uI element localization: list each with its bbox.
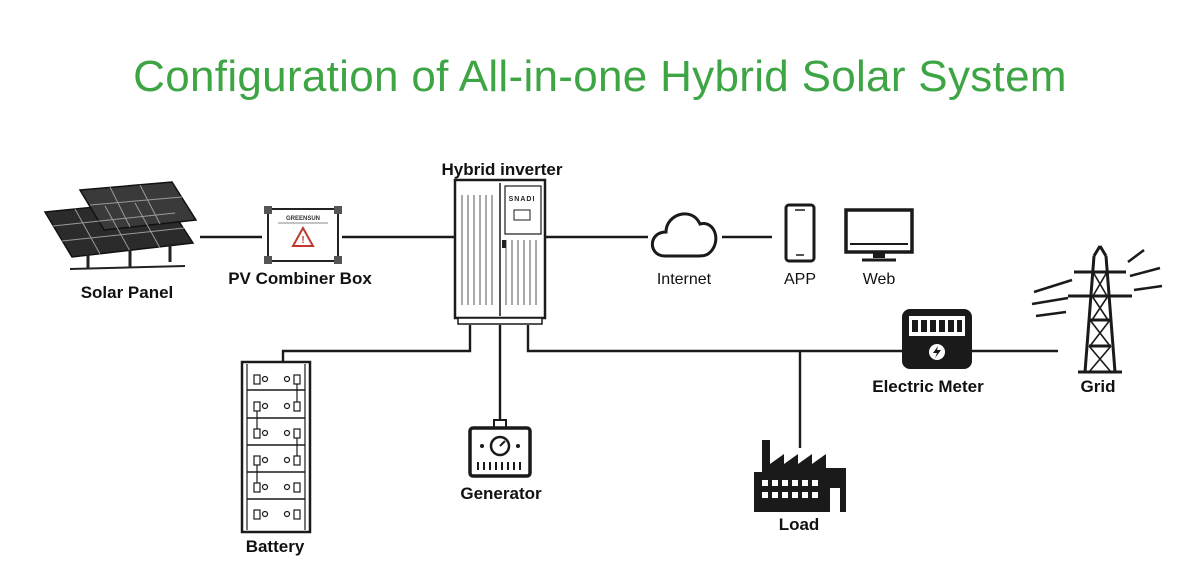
hybrid-inverter-icon (453, 178, 547, 325)
cloud-icon (650, 212, 718, 258)
transmission-tower-icon (1031, 245, 1163, 374)
combiner-brand-text: GREENSUN (286, 216, 320, 222)
smartphone-icon (784, 203, 816, 263)
label-app: APP (784, 271, 816, 288)
label-web: Web (863, 271, 896, 288)
battery-rack-icon (240, 360, 312, 534)
label-generator: Generator (460, 484, 542, 503)
inverter-brand-text: SNADI (509, 196, 536, 203)
electric-meter-icon (902, 309, 972, 369)
label-load: Load (779, 515, 820, 534)
label-battery: Battery (246, 537, 305, 556)
label-electric-meter: Electric Meter (872, 377, 984, 396)
svg-text:!: ! (301, 235, 304, 246)
generator-icon (468, 419, 532, 478)
factory-icon (754, 440, 846, 512)
label-pv-combiner-box: PV Combiner Box (228, 269, 372, 288)
solar-panel-icon (43, 181, 198, 270)
label-internet: Internet (657, 271, 712, 288)
label-hybrid-inverter: Hybrid inverter (442, 160, 563, 179)
wire-inverter-to-meter (526, 325, 905, 353)
connection-wires (200, 235, 1058, 448)
diagram-title: Configuration of All-in-one Hybrid Solar… (133, 52, 1067, 101)
label-grid: Grid (1081, 377, 1116, 396)
monitor-icon (844, 208, 914, 262)
label-solar-panel: Solar Panel (81, 283, 174, 302)
wire-inverter-to-battery (281, 325, 472, 362)
combiner-box-icon: ! (264, 206, 342, 264)
